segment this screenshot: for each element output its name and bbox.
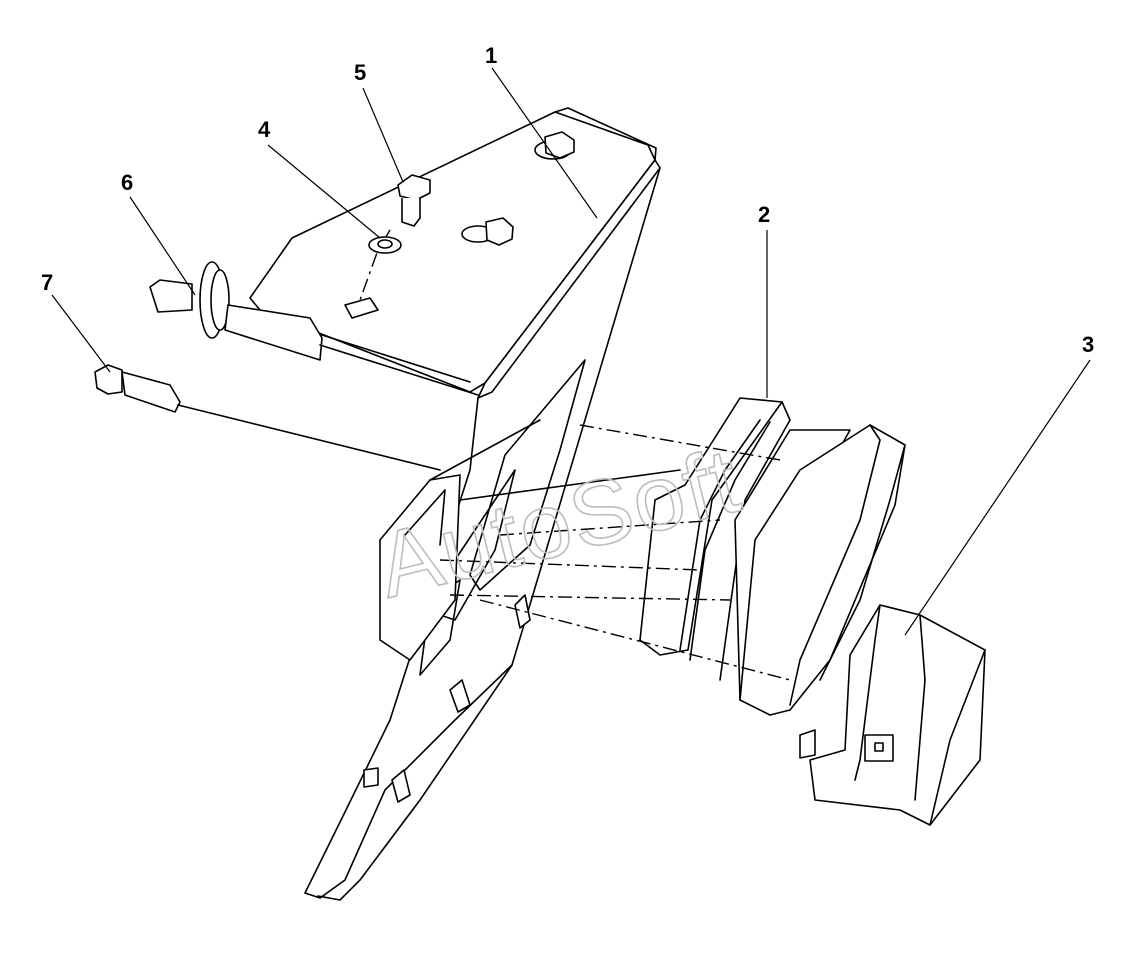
hex-nut-upper [534, 131, 575, 160]
projection-line-1 [579, 424, 781, 461]
gauge-bezel [739, 424, 906, 716]
projection-line-3 [439, 559, 701, 571]
callout-7: 7 [41, 270, 53, 295]
callout-2: 2 [758, 202, 770, 227]
hex-nut-lower [461, 217, 514, 246]
callout-5: 5 [354, 60, 366, 85]
clip-3 [363, 767, 411, 803]
callout-1: 1 [485, 43, 497, 68]
gauge-body-rear [379, 419, 681, 661]
screw [397, 174, 431, 227]
callout-4: 4 [258, 117, 271, 142]
projection-line-2 [499, 519, 721, 536]
projection-line-4 [449, 594, 731, 601]
bulb-socket [94, 364, 441, 471]
lock-washer [368, 236, 402, 254]
clip-1 [514, 594, 531, 629]
mounting-bracket [249, 107, 661, 901]
slot-hole [344, 297, 379, 319]
callout-3: 3 [1082, 332, 1094, 357]
callout-6: 6 [121, 170, 133, 195]
electrical-connector [799, 604, 986, 826]
sensor-with-flange [149, 261, 479, 396]
gasket [639, 397, 791, 681]
clip-2 [449, 679, 471, 713]
leader-lines [51, 67, 1091, 636]
